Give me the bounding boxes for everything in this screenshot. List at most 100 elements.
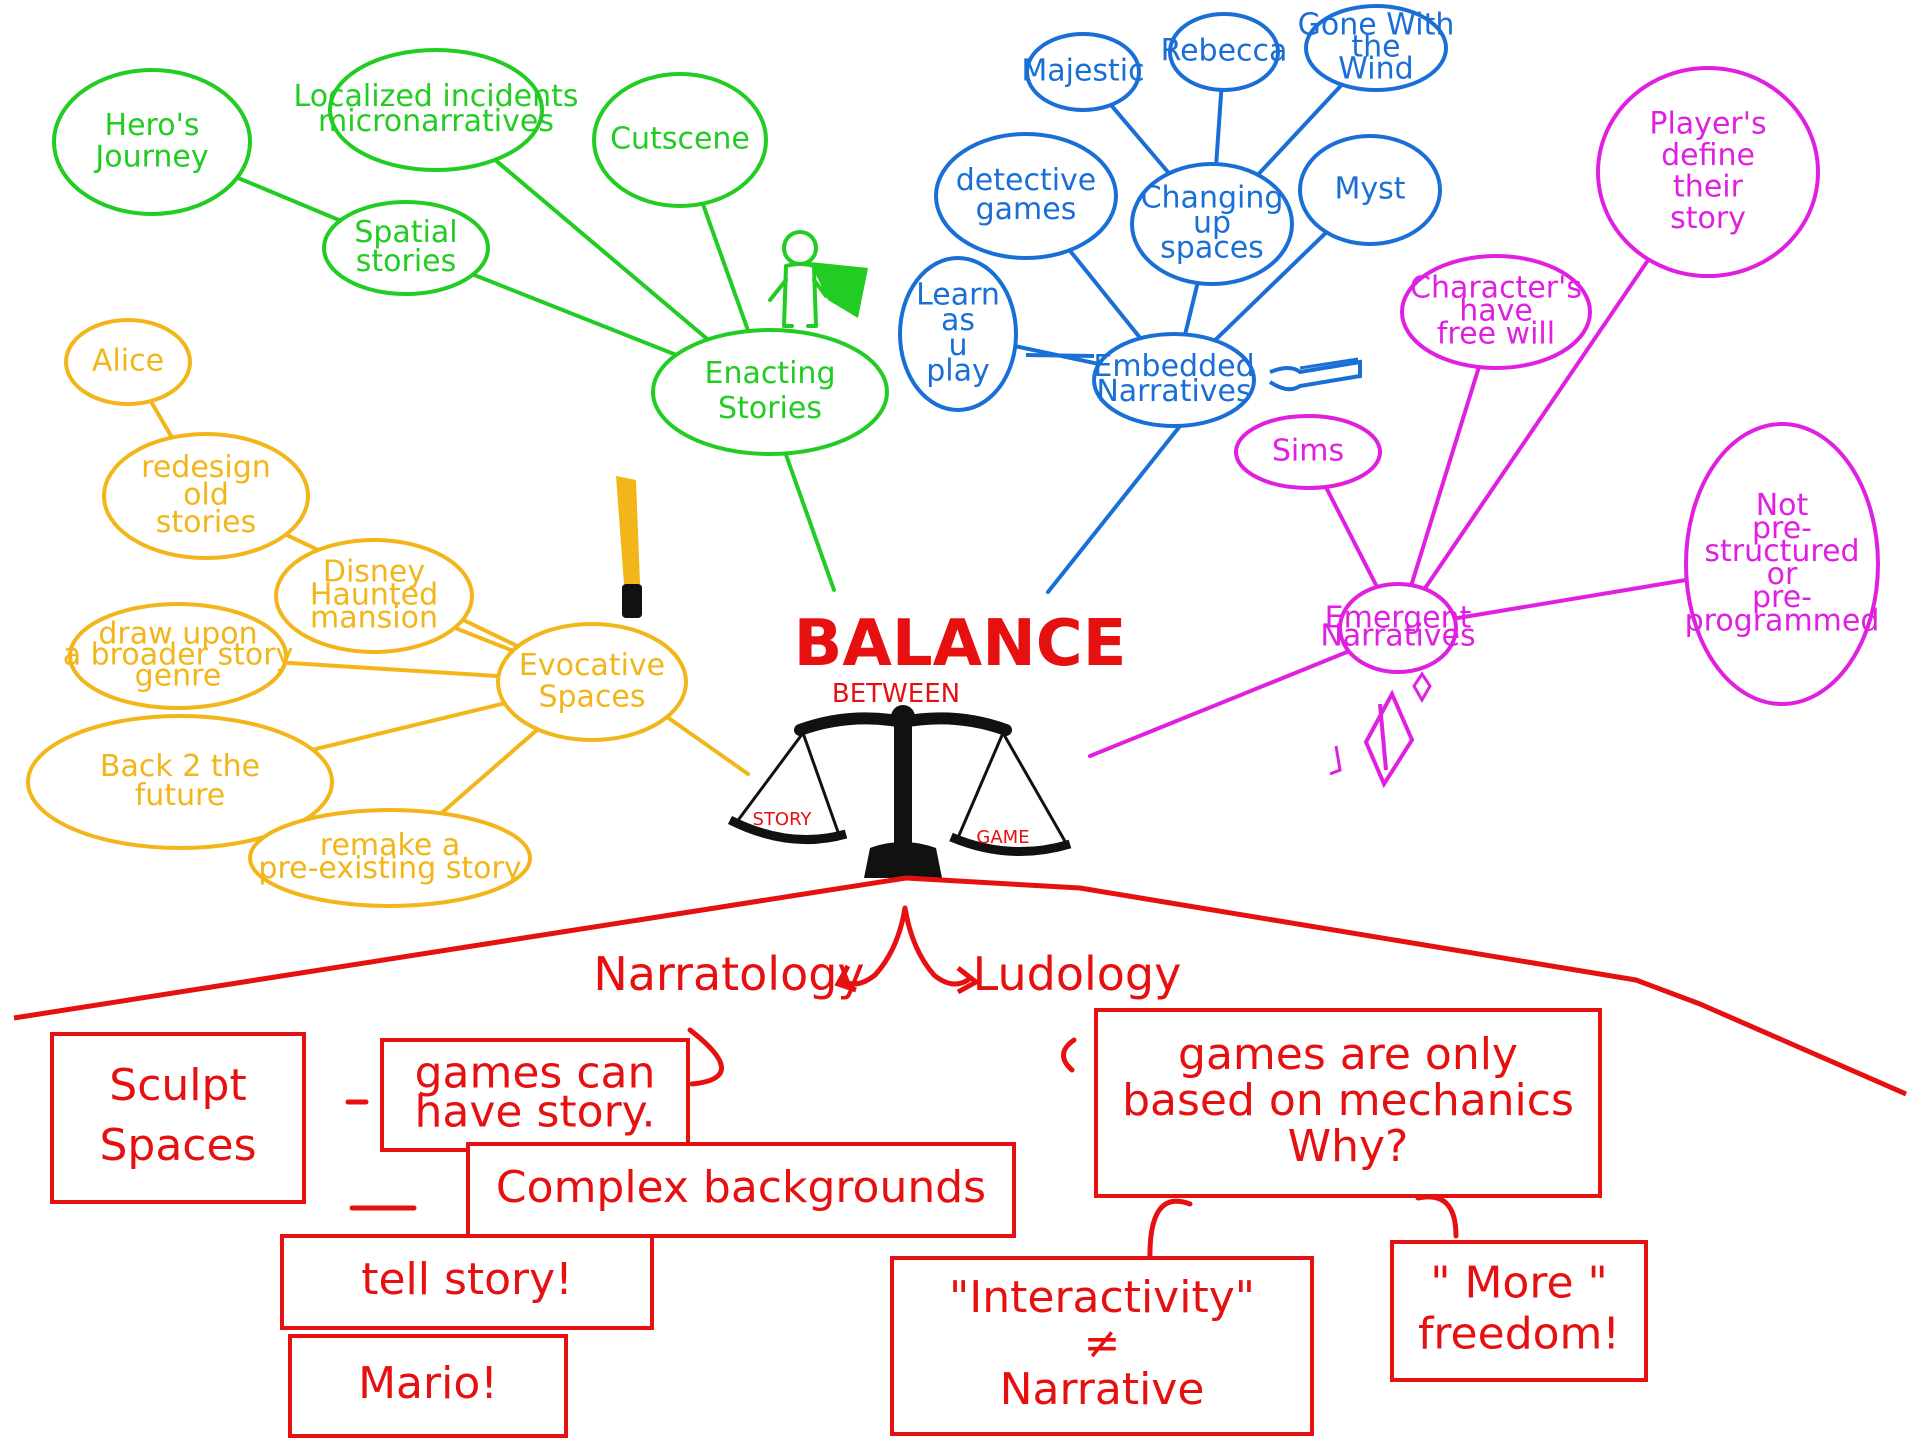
blue-node-label: up bbox=[1193, 206, 1231, 241]
blue-node-bubble bbox=[1025, 32, 1141, 112]
green-node-bubble bbox=[52, 68, 252, 216]
box-label: based on mechanics bbox=[1122, 1075, 1574, 1126]
blue-node-label: u bbox=[948, 328, 967, 363]
box-label: Spaces bbox=[99, 1120, 256, 1171]
box-label: games can bbox=[415, 1047, 656, 1098]
blue-hub-node-label: Narratives bbox=[1096, 374, 1251, 409]
blue-node-label: the bbox=[1351, 30, 1400, 65]
box-label: have story. bbox=[415, 1087, 656, 1138]
green-hub-node-label: Stories bbox=[718, 391, 822, 426]
magenta-root-link bbox=[1088, 648, 1354, 758]
green-node-bubble bbox=[322, 200, 490, 296]
blue-node-label: Majestic bbox=[1021, 54, 1144, 89]
magenta-node-label: have bbox=[1459, 294, 1533, 329]
green-hub-node-label: Enacting bbox=[704, 356, 835, 391]
yellow-node-bubble bbox=[248, 808, 532, 908]
right-pan-label: GAME bbox=[976, 827, 1029, 848]
yellow-node-bubble bbox=[102, 432, 310, 560]
box-mechanics-frame bbox=[1094, 1008, 1602, 1198]
yellow-node-label: remake a bbox=[320, 828, 460, 863]
blue-hub-node-bubble bbox=[1092, 332, 1256, 428]
blue-node-label: detective bbox=[956, 163, 1097, 198]
yellow-hub-node-label: Spaces bbox=[538, 679, 645, 714]
green-node-label: micronarratives bbox=[318, 104, 554, 139]
green-node-label: Hero's bbox=[105, 108, 200, 143]
magenta-node-label: Sims bbox=[1272, 434, 1344, 469]
blue-node-label: Rebecca bbox=[1161, 34, 1288, 69]
magenta-node-label: pre- bbox=[1752, 580, 1812, 615]
yellow-node-label: genre bbox=[135, 659, 222, 694]
blue-node-label: games bbox=[976, 192, 1077, 227]
box-label: Mario! bbox=[358, 1358, 498, 1409]
box-freedom-frame bbox=[1390, 1240, 1648, 1382]
magenta-node-bubble bbox=[1684, 422, 1880, 706]
blue-node-bubble bbox=[1298, 134, 1442, 246]
green-node-label: Spatial bbox=[354, 215, 457, 250]
magenta-node-bubble bbox=[1596, 66, 1820, 278]
yellow-node-label: future bbox=[135, 778, 225, 813]
yellow-node-label: Disney bbox=[323, 554, 425, 589]
box-complex-frame bbox=[466, 1142, 1016, 1238]
magenta-node-label: Character's bbox=[1410, 270, 1582, 305]
decorations bbox=[616, 230, 1432, 789]
magenta-node-label: story bbox=[1670, 201, 1746, 236]
box-label: Sculpt bbox=[109, 1060, 246, 1111]
blue-node-label: Gone With bbox=[1298, 7, 1455, 42]
blue-node-bubble bbox=[1304, 4, 1448, 92]
green-node-bubble bbox=[592, 72, 768, 208]
yellow-node-label: old bbox=[183, 478, 229, 513]
box-label: ≠ bbox=[1084, 1318, 1121, 1369]
green-node-label: Localized incidents bbox=[294, 79, 579, 114]
box-label: Complex backgrounds bbox=[496, 1162, 986, 1213]
magenta-node-label: or bbox=[1767, 557, 1798, 592]
branch-narratology: Narratology bbox=[593, 947, 864, 1001]
yellow-node-label: Haunted bbox=[310, 578, 438, 613]
magenta-node-label: Player's bbox=[1649, 106, 1766, 141]
blue-node-bubble bbox=[934, 132, 1118, 260]
blue-node-bubble bbox=[1168, 12, 1280, 92]
blue-node: Rebecca bbox=[1161, 12, 1288, 92]
box-label: Narrative bbox=[1000, 1364, 1205, 1415]
magenta-hub-node-bubble bbox=[1338, 582, 1458, 674]
blue-node-label: as bbox=[941, 303, 975, 338]
yellow-node-label: pre-existing story bbox=[258, 851, 521, 886]
box-mario-frame bbox=[288, 1334, 568, 1438]
yellow-node: Alice bbox=[64, 318, 192, 406]
magenta-hub-node-label: Narratives bbox=[1320, 618, 1475, 653]
blue-node-label: spaces bbox=[1160, 231, 1264, 266]
yellow-node-label: Alice bbox=[92, 344, 164, 379]
box-label: tell story! bbox=[361, 1254, 573, 1305]
blue-root-link bbox=[1046, 424, 1182, 594]
magenta-node-label: free will bbox=[1437, 317, 1555, 352]
box-sculpt-frame bbox=[50, 1032, 306, 1204]
green-hub-node-bubble bbox=[651, 328, 889, 456]
box-tell-frame bbox=[280, 1234, 654, 1330]
box-label: "Interactivity" bbox=[949, 1272, 1255, 1323]
green-node-label: stories bbox=[356, 244, 457, 279]
blue-node-label: Changing bbox=[1141, 180, 1284, 215]
box-label: " More " bbox=[1430, 1258, 1608, 1309]
magenta-node-label: their bbox=[1673, 169, 1744, 204]
yellow-node-label: draw upon bbox=[98, 617, 257, 652]
box-mario: Mario! bbox=[288, 1334, 568, 1438]
yellow-node-label: redesign bbox=[141, 450, 271, 485]
blue-node-label: Wind bbox=[1338, 52, 1413, 87]
blue-node-label: play bbox=[926, 353, 990, 388]
green-node-label: Cutscene bbox=[610, 122, 750, 157]
box-interactivity: "Interactivity"≠Narrative bbox=[890, 1256, 1314, 1436]
split-arrows bbox=[834, 905, 981, 995]
